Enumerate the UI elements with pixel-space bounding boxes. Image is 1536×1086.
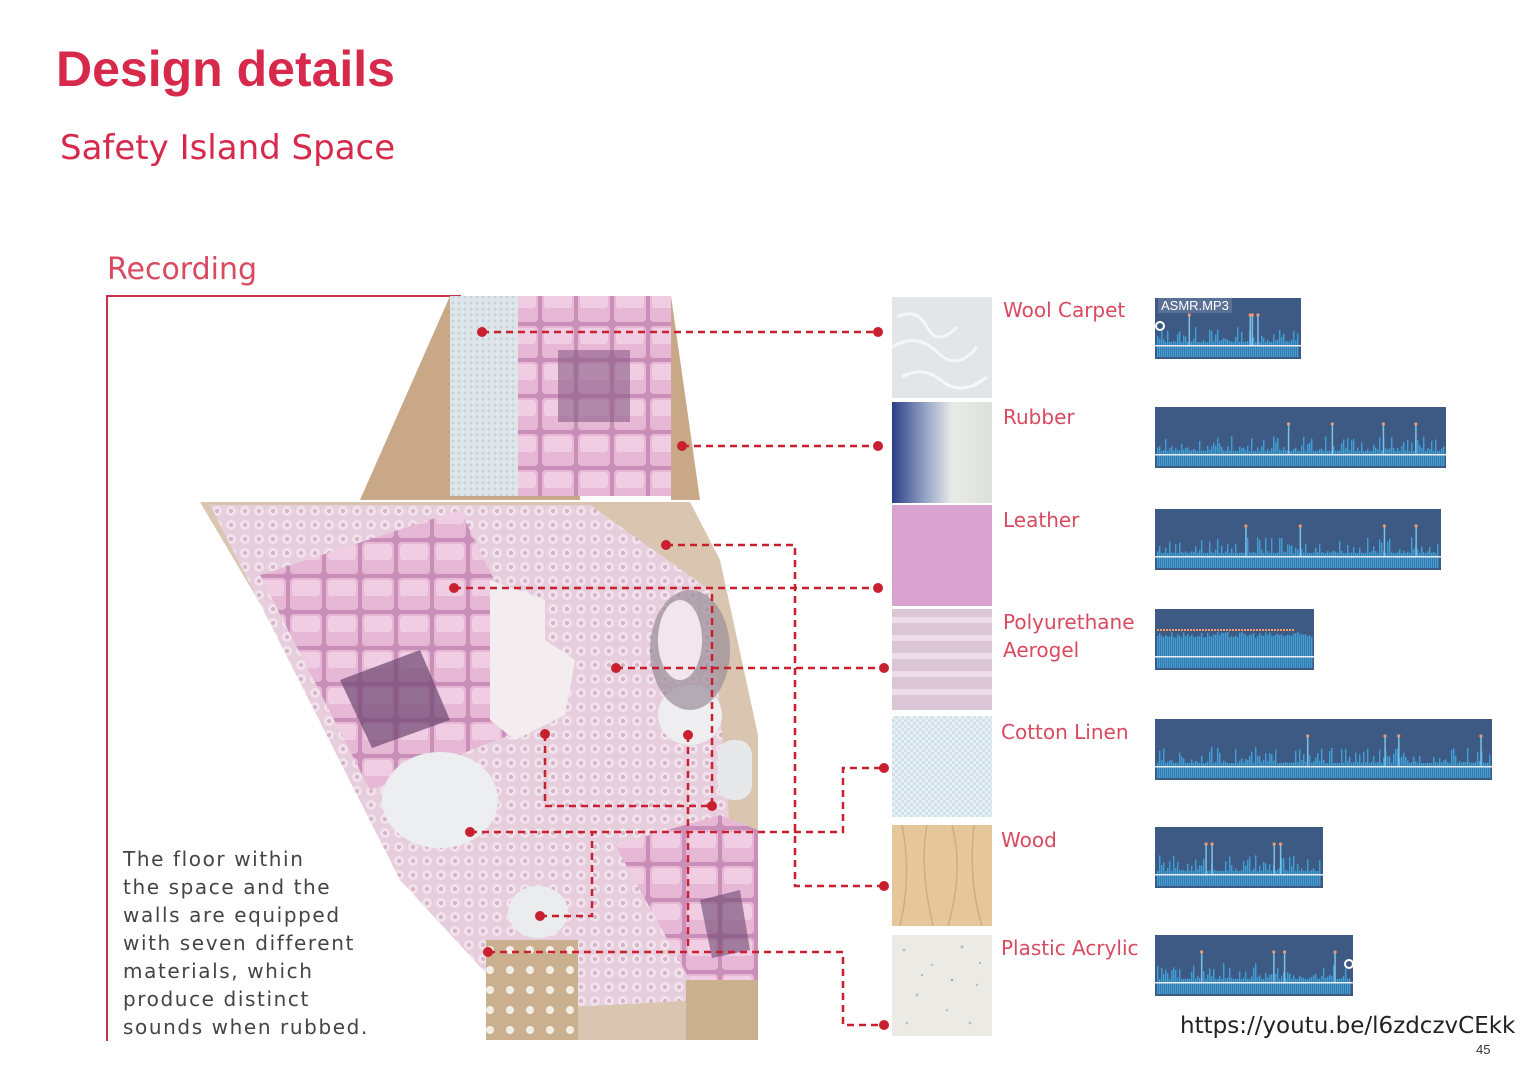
swatch-wool-carpet [891, 297, 992, 398]
curved-partition [490, 580, 575, 740]
swatch-wood [892, 824, 992, 927]
label-cotton-linen: Cotton Linen [1001, 720, 1129, 744]
waveform-bars [1155, 950, 1353, 994]
waveform-bars [1155, 842, 1323, 886]
description-text: The floor within the space and the walls… [123, 847, 369, 1039]
label-polyurethane: Polyurethane [1003, 610, 1135, 634]
waveform-bars [1155, 629, 1314, 668]
swatch-plastic-acrylic [892, 935, 992, 1036]
waveform-polyurethane-aerogel[interactable] [1155, 609, 1314, 670]
foam-cushion [382, 752, 498, 848]
page-number: 45 [1476, 1042, 1491, 1057]
video-link[interactable]: https://youtu.be/l6zdczvCEkk [1180, 1013, 1516, 1039]
label-wood: Wood [1001, 828, 1057, 852]
waveform-bars [1155, 422, 1446, 466]
waveform-bars [1155, 734, 1492, 778]
waveform-cotton-linen[interactable] [1155, 719, 1492, 780]
tile-block-left [260, 510, 560, 790]
page-title: Design details [56, 41, 395, 97]
swatch-cotton-linen [892, 716, 992, 817]
dotted-panel [486, 940, 578, 1040]
waveform-leather[interactable] [1155, 509, 1441, 570]
swatch-rubber [892, 402, 992, 503]
waveform-plastic-acrylic[interactable] [1155, 935, 1353, 996]
label-rubber: Rubber [1003, 405, 1075, 429]
waveform-wood[interactable] [1155, 827, 1323, 888]
label-aerogel: Aerogel [1003, 638, 1080, 662]
bracket-left-line [106, 295, 108, 1041]
swatch-leather [892, 505, 992, 606]
bracket-top-line [107, 295, 461, 297]
swatch-polyurethane-aerogel [892, 609, 992, 710]
playhead-marker [1344, 959, 1353, 969]
page-subtitle: Safety Island Space [60, 128, 396, 168]
waveform-bars [1155, 524, 1441, 568]
label-leather: Leather [1003, 508, 1080, 532]
waveform-wool-carpet[interactable] [1155, 298, 1301, 359]
audio-file-label: ASMR.MP3 [1158, 298, 1232, 313]
section-label: Recording [107, 252, 258, 287]
wool-carpet-strip [450, 296, 518, 496]
label-wool-carpet: Wool Carpet [1003, 298, 1126, 322]
waveform-bars [1155, 313, 1301, 357]
waveform-rubber[interactable] [1155, 407, 1446, 468]
playhead-marker [1155, 321, 1165, 331]
label-plastic-acrylic: Plastic Acrylic [1001, 936, 1139, 960]
